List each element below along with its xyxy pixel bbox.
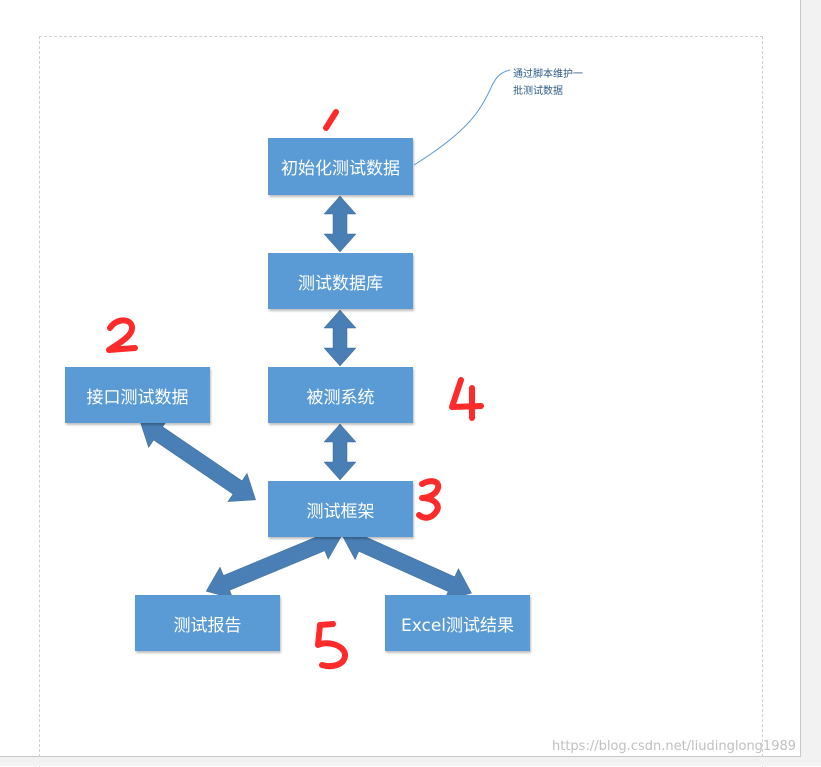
annotation-5-mark: [315, 621, 348, 670]
callout-line-2: 批测试数据: [513, 86, 563, 97]
arrow-system-framework: [323, 423, 357, 481]
right-gutter: [801, 0, 821, 766]
arrow-init-db: [323, 195, 357, 253]
page-margin-guide: [39, 36, 763, 767]
annotation-4-mark: [449, 377, 484, 421]
node-system-under-test-label: 被测系统: [306, 387, 375, 408]
node-init-data: 初始化测试数据: [268, 138, 413, 195]
node-interface-data-label: 接口测试数据: [86, 387, 189, 408]
node-test-db: 测试数据库: [268, 253, 413, 309]
node-interface-data: 接口测试数据: [65, 367, 210, 423]
node-test-db-label: 测试数据库: [298, 273, 383, 294]
callout-text: 通过脚本维护一 批测试数据: [513, 66, 583, 100]
callout-line-1: 通过脚本维护一: [513, 69, 583, 80]
node-test-framework: 测试框架: [268, 481, 413, 537]
node-init-data-label: 初始化测试数据: [281, 159, 400, 179]
bottom-strip: [0, 757, 821, 766]
annotation-1-mark: [323, 109, 339, 131]
annotation-3-mark: [416, 478, 442, 521]
node-test-report-label: 测试报告: [173, 615, 242, 636]
node-test-framework-label: 测试框架: [306, 501, 375, 522]
node-system-under-test: 被测系统: [268, 367, 413, 423]
node-excel-results-label: Excel测试结果: [400, 615, 515, 636]
arrow-db-system: [323, 309, 357, 367]
arrow-interface-framework: [139, 419, 256, 502]
node-test-report: 测试报告: [135, 595, 280, 651]
annotation-2-mark: [106, 317, 138, 353]
watermark: https://blog.csdn.net/liudinglong1989: [552, 739, 797, 754]
callout-connector: [413, 69, 511, 166]
node-excel-results: Excel测试结果: [385, 595, 530, 651]
